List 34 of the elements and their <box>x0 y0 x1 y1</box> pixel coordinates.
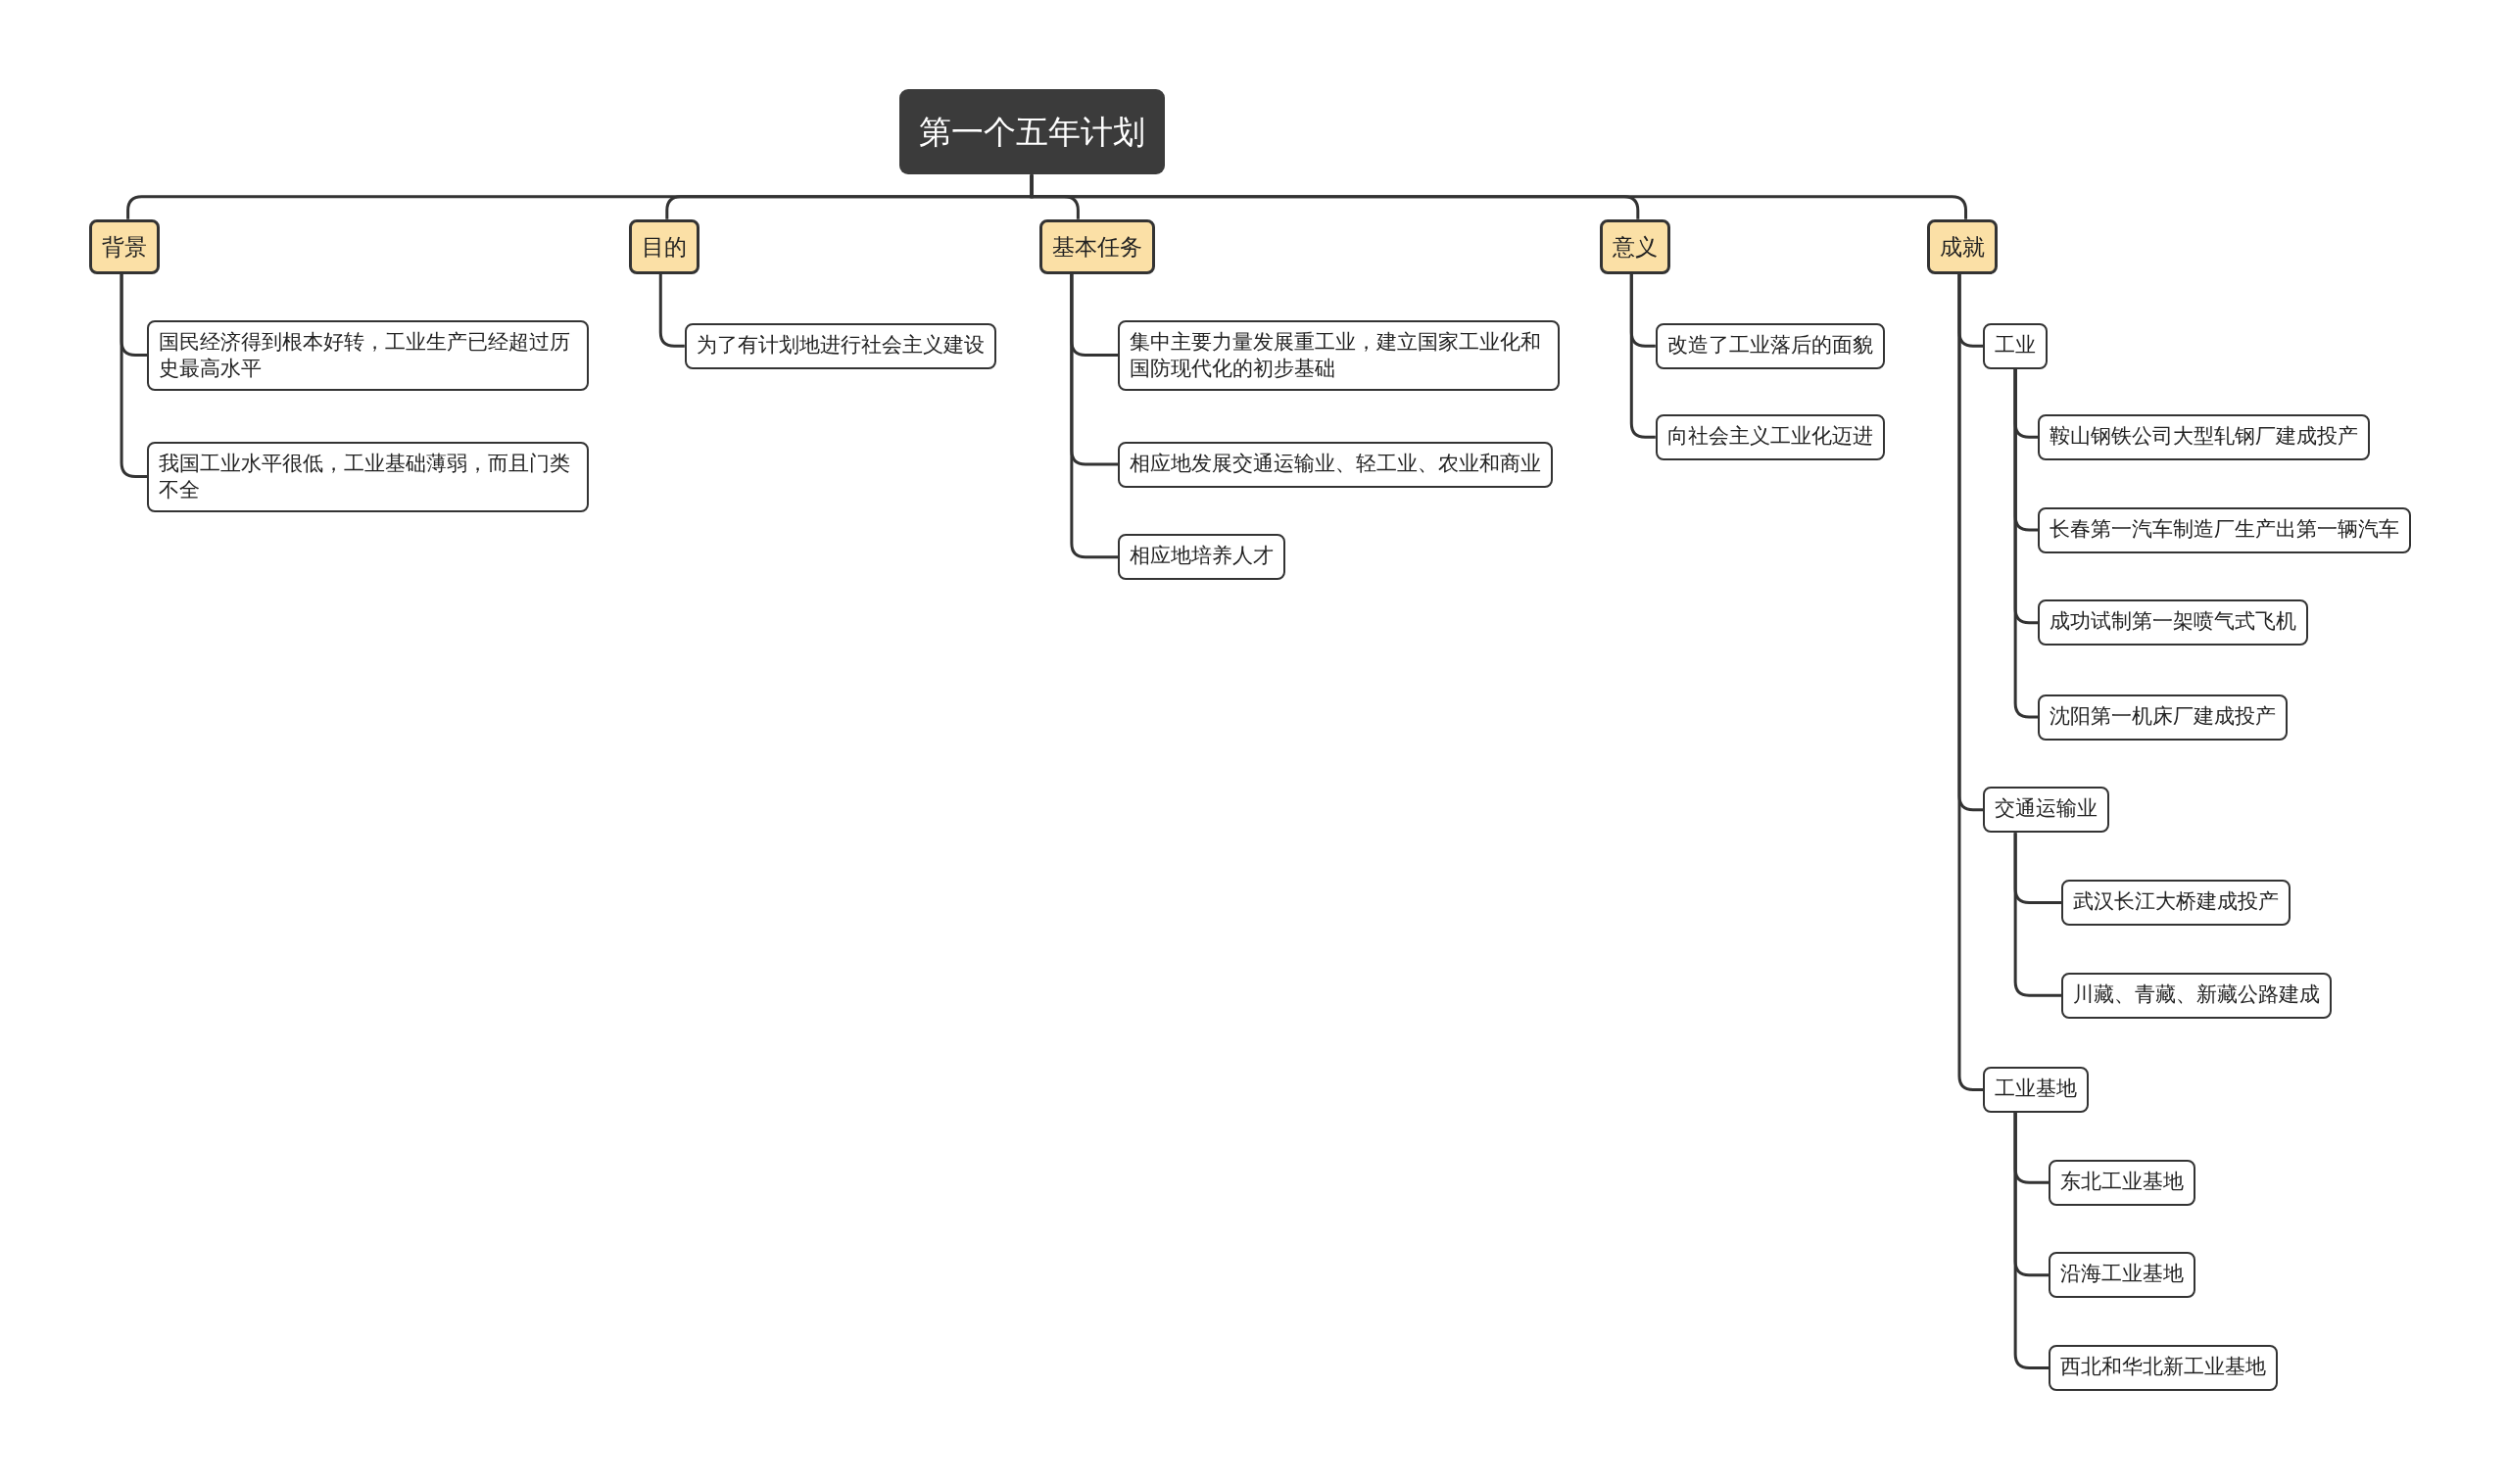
connector-line <box>120 273 148 479</box>
category-box: 基本任务 <box>1039 218 1156 274</box>
topic-box: 沿海工业基地 <box>2049 1252 2196 1299</box>
topic-box: 为了有计划地进行社会主义建设 <box>684 322 996 369</box>
topic-box: 长春第一汽车制造厂生产出第一辆汽车 <box>2038 506 2411 553</box>
topic-box: 相应地培养人才 <box>1118 534 1286 581</box>
connector-line <box>1629 273 1656 439</box>
topic-box: 工业基地 <box>1983 1066 2090 1113</box>
topic-box: 鞍山钢铁公司大型轧钢厂建成投产 <box>2038 413 2370 460</box>
topic-box: 改造了工业落后的面貌 <box>1655 322 1885 369</box>
connector-line <box>2013 833 2062 997</box>
topic-box: 东北工业基地 <box>2049 1159 2196 1206</box>
topic-box: 成功试制第一架喷气式飞机 <box>2038 599 2308 646</box>
topic-box: 我国工业水平很低，工业基础薄弱，而且门类不全 <box>147 441 589 512</box>
topic-box: 集中主要力量发展重工业，建立国家工业化和国防现代化的初步基础 <box>1118 319 1560 391</box>
topic-box: 工业 <box>1983 322 2049 369</box>
topic-box: 相应地发展交通运输业、轻工业、农业和商业 <box>1118 441 1554 488</box>
topic-box: 沈阳第一机床厂建成投产 <box>2038 694 2288 741</box>
connector-line <box>1030 174 1968 219</box>
topic-box: 向社会主义工业化迈进 <box>1655 413 1885 460</box>
category-box: 背景 <box>89 218 161 274</box>
topic-box: 武汉长江大桥建成投产 <box>2061 879 2291 926</box>
connector-line <box>1957 273 1984 1091</box>
topic-box: 西北和华北新工业基地 <box>2049 1345 2279 1392</box>
topic-box: 交通运输业 <box>1983 787 2110 834</box>
title-box: 第一个五年计划 <box>898 89 1165 175</box>
connector-line <box>1070 273 1119 559</box>
topic-box: 川藏、青藏、新藏公路建成 <box>2061 972 2333 1019</box>
category-box: 目的 <box>628 218 699 274</box>
category-box: 成就 <box>1927 218 1999 274</box>
connector-line <box>658 273 685 348</box>
topic-box: 国民经济得到根本好转，工业生产已经超过历史最高水平 <box>147 319 589 391</box>
connector-line <box>2013 368 2038 719</box>
category-box: 意义 <box>1599 218 1670 274</box>
